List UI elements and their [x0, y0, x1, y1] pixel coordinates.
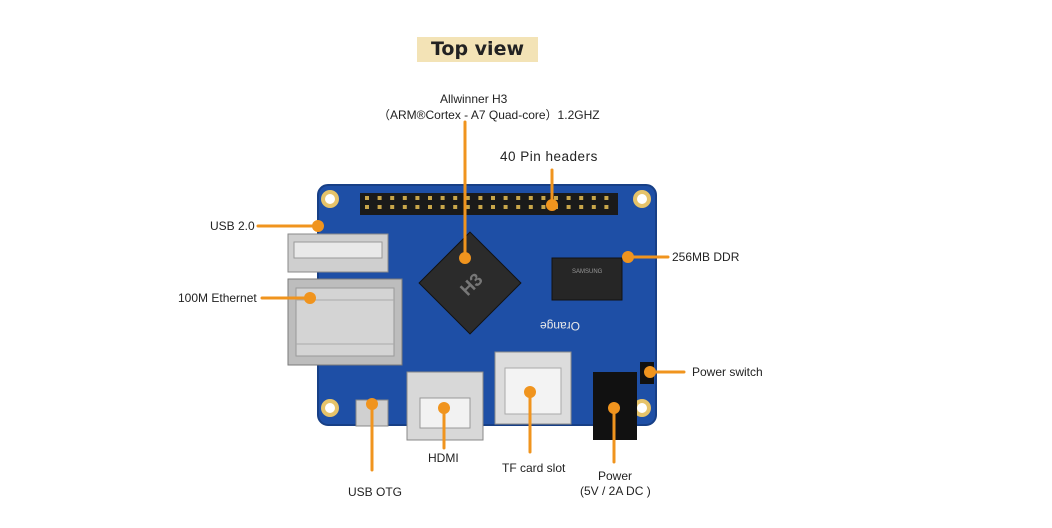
- header-pin: [528, 196, 533, 200]
- mounting-holes: [321, 190, 651, 417]
- header-pin: [390, 196, 395, 200]
- label-usb2: USB 2.0: [210, 219, 255, 233]
- header-pin: [402, 205, 407, 209]
- usb-port: [287, 233, 389, 273]
- header-pin: [516, 205, 521, 209]
- label-power-line2: (5V / 2A DC ): [580, 484, 651, 498]
- header-pin: [516, 196, 521, 200]
- label-power-line1: Power: [597, 469, 632, 483]
- label-usb-otg: USB OTG: [348, 485, 403, 499]
- header-pin: [566, 205, 571, 209]
- annotation-dots: [304, 199, 656, 414]
- label-ethernet: 100M Ethernet: [178, 291, 257, 305]
- label-pin-headers: 40 Pin headers: [500, 149, 598, 164]
- brand-marking: Orange: [540, 319, 580, 333]
- label-soc-line2: （ARM®Cortex - A7 Quad-core）1.2GHZ: [378, 108, 600, 122]
- diagram-title: Top view: [430, 38, 525, 60]
- ethernet-port: [287, 278, 403, 366]
- header-pin: [491, 205, 495, 209]
- header-pin: [365, 196, 369, 200]
- header-pin: [453, 196, 458, 200]
- header-pin: [579, 196, 584, 200]
- header-pin: [478, 196, 483, 200]
- header-pin: [478, 205, 483, 209]
- header-pin: [390, 205, 395, 209]
- tf-card-slot: [494, 351, 572, 425]
- label-ddr: 256MB DDR: [672, 250, 740, 264]
- header-pin: [554, 196, 558, 200]
- header-pin: [453, 205, 458, 209]
- label-tf-card: TF card slot: [502, 461, 566, 475]
- header-pin: [440, 196, 445, 200]
- header-pin: [465, 205, 470, 209]
- header-pin: [591, 205, 596, 209]
- ram-chip: SAMSUNG: [551, 257, 623, 301]
- header-pin: [365, 205, 369, 209]
- soc-chip: H3: [418, 231, 522, 335]
- header-pin: [377, 196, 382, 200]
- header-pin: [541, 196, 546, 200]
- header-pin: [566, 196, 571, 200]
- label-soc-line1: Allwinner H3: [440, 92, 508, 106]
- header-pin: [591, 196, 596, 200]
- annotation-lines: [256, 120, 686, 472]
- title-highlight: [417, 37, 538, 62]
- header-pin: [465, 196, 470, 200]
- pin-header: [360, 193, 618, 215]
- header-pin: [415, 196, 420, 200]
- header-pin: [541, 205, 546, 209]
- header-pin: [428, 196, 432, 200]
- header-pin: [377, 205, 382, 209]
- header-pin: [402, 196, 407, 200]
- header-pin: [604, 205, 609, 209]
- header-pin: [491, 196, 495, 200]
- label-power-switch: Power switch: [692, 365, 763, 379]
- header-pin: [415, 205, 420, 209]
- ram-marking: SAMSUNG: [572, 269, 603, 275]
- header-pin: [440, 205, 445, 209]
- label-hdmi: HDMI: [428, 451, 459, 465]
- header-pin: [604, 196, 609, 200]
- header-pin: [428, 205, 432, 209]
- header-pin: [503, 205, 508, 209]
- header-pin: [579, 205, 584, 209]
- header-pin: [503, 196, 508, 200]
- header-pin: [528, 205, 533, 209]
